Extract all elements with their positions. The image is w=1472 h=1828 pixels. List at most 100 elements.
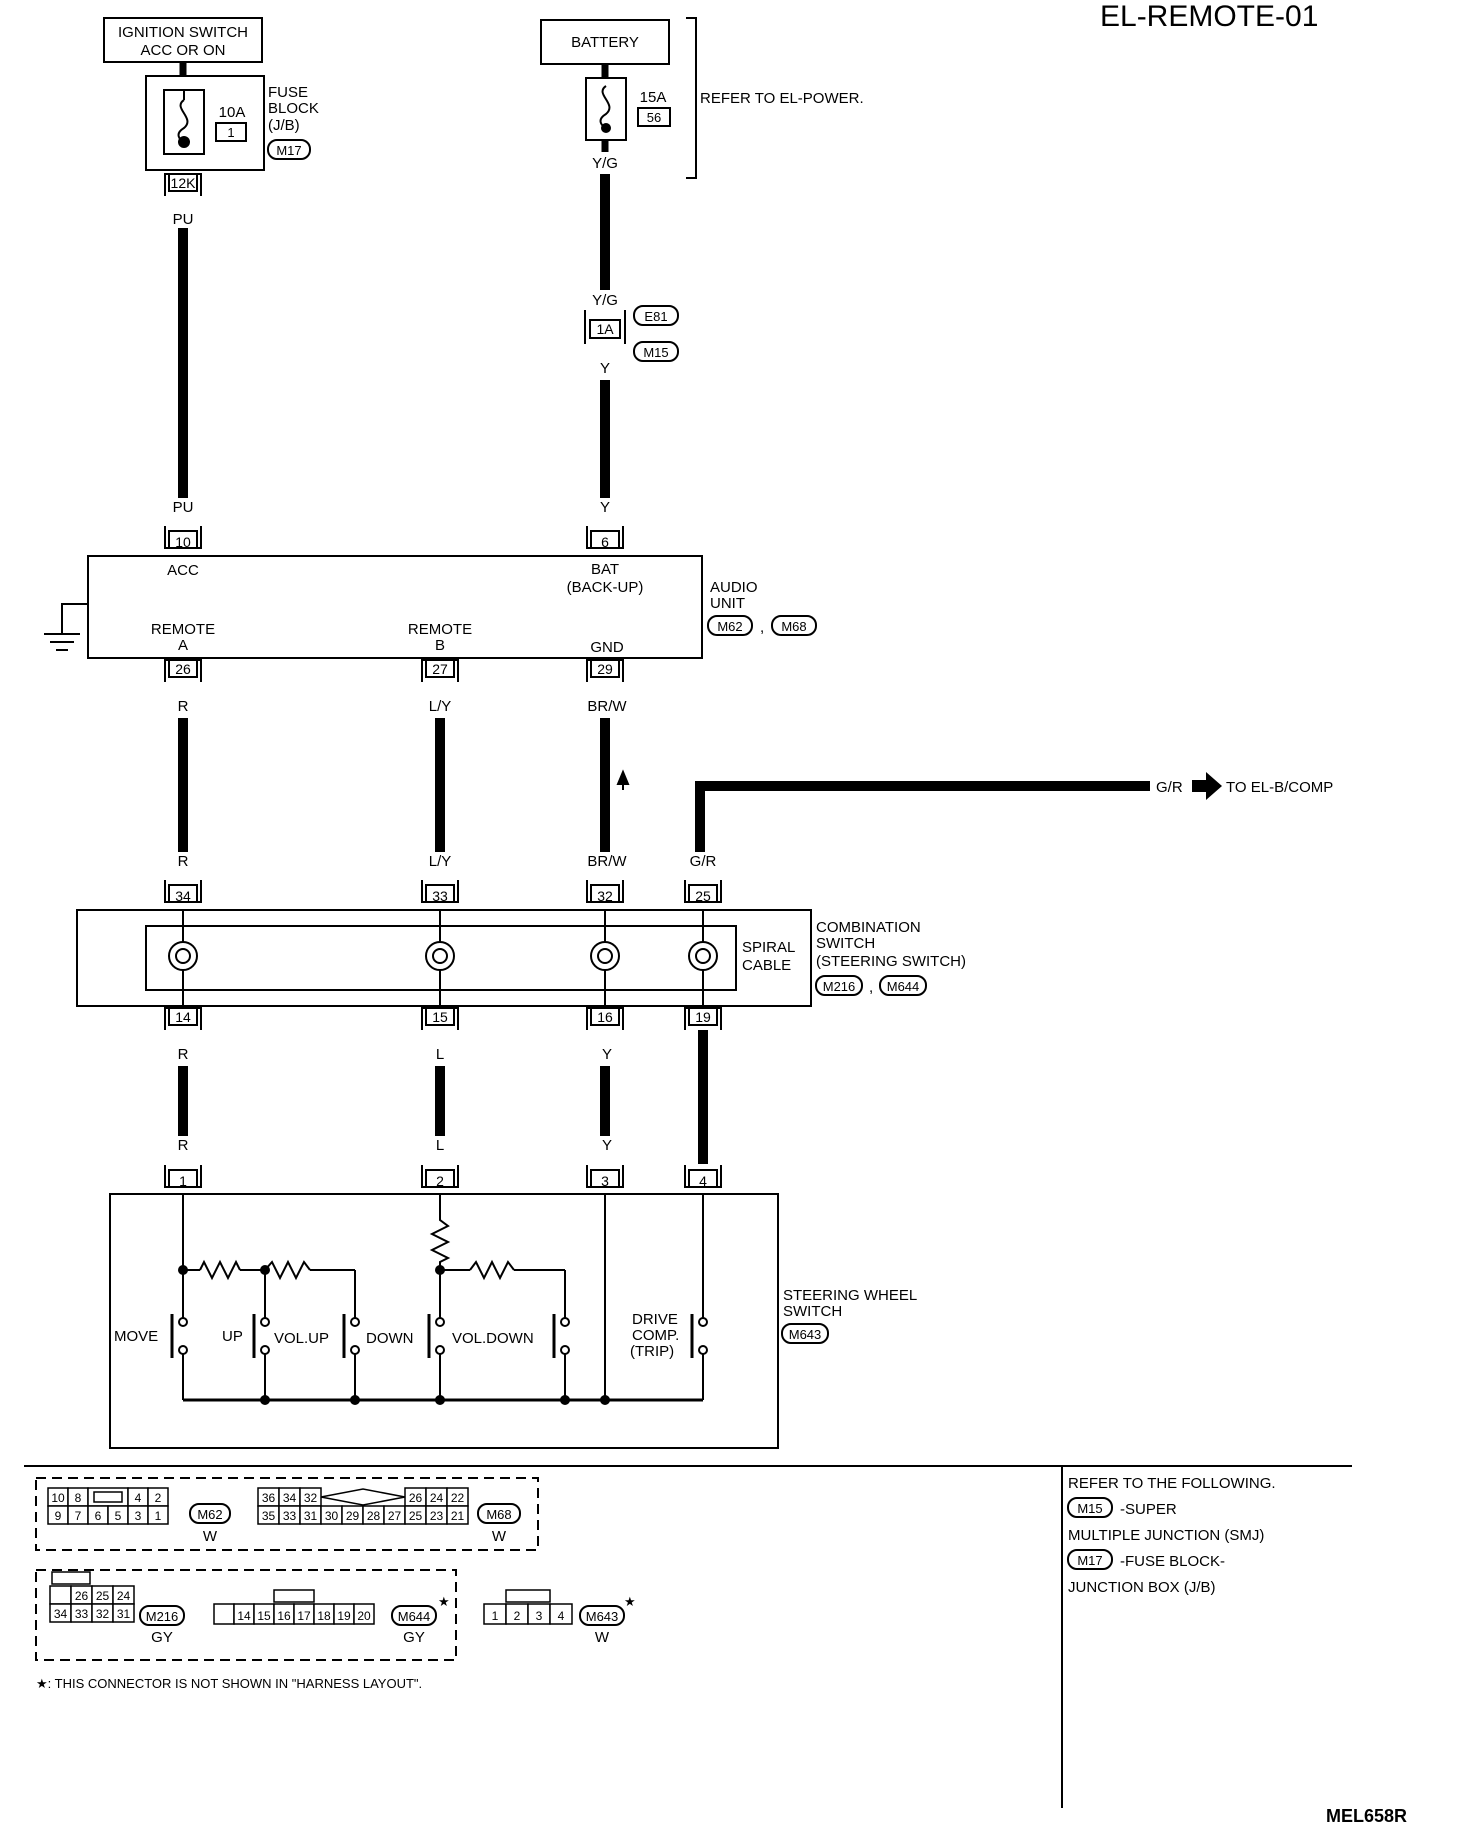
fuse-block-label: FUSE — [268, 84, 308, 101]
m68-id: M68 — [486, 1507, 511, 1522]
ground-icon — [44, 603, 88, 651]
m643-pin: 4 — [558, 1609, 565, 1623]
arrow-right-icon — [1192, 772, 1222, 800]
m68-pin: 26 — [409, 1491, 423, 1505]
audio-conn-sep: , — [760, 619, 764, 636]
switch-drive-label: DRIVE — [632, 1311, 678, 1328]
m643-id: M643 — [586, 1609, 619, 1624]
refer-m15: M15 — [1077, 1501, 1102, 1516]
fuse-block-connector: M17 — [276, 143, 301, 158]
m643-color: W — [595, 1629, 610, 1646]
audio-remote-b-label: REMOTE — [408, 621, 472, 638]
m62-pin: 10 — [51, 1491, 65, 1505]
m68-pin: 36 — [262, 1491, 276, 1505]
pin-14: 14 — [175, 1009, 191, 1025]
pin-33: 33 — [432, 888, 448, 904]
connector-m643-face: 1 2 3 4 — [483, 1589, 573, 1625]
m68-pin: 34 — [283, 1491, 297, 1505]
m68-pin: 29 — [346, 1509, 360, 1523]
m644-pin: 18 — [317, 1609, 331, 1623]
spiral-terminal-icon — [425, 910, 455, 1006]
m643-pin: 2 — [514, 1609, 521, 1623]
pin-16: 16 — [597, 1009, 613, 1025]
switch-volup-label: VOL.UP — [274, 1330, 329, 1347]
wire-pu-top: PU — [173, 211, 194, 228]
m216-pin: 32 — [96, 1607, 110, 1621]
pin-6: 6 — [601, 534, 609, 550]
m68-pin: 33 — [283, 1509, 297, 1523]
harness-note: ★: THIS CONNECTOR IS NOT SHOWN IN "HARNE… — [36, 1676, 422, 1691]
wire-y-16: Y — [602, 1046, 612, 1063]
fuse-block-label-2: BLOCK — [268, 100, 319, 117]
wire-ly-audio: L/Y — [429, 698, 452, 715]
pin-27: 27 — [432, 661, 448, 677]
m643-pin: 1 — [492, 1609, 499, 1623]
spiral-terminal-icon — [688, 910, 718, 1006]
wire-y-audio: Y — [600, 499, 610, 516]
audio-unit-label: AUDIO — [710, 579, 758, 596]
combination-conn-sep: , — [869, 979, 873, 996]
refer-bracket — [686, 17, 697, 179]
fuse-number: 1 — [227, 125, 234, 140]
m644-id: M644 — [398, 1609, 431, 1624]
pin-sw-1: 1 — [179, 1173, 187, 1189]
wire-y-sw: Y — [602, 1137, 612, 1154]
wire-l-15: L — [436, 1046, 444, 1063]
pin-19: 19 — [695, 1009, 711, 1025]
m644-pin: 15 — [257, 1609, 271, 1623]
spiral-cable-label-2: CABLE — [742, 957, 791, 974]
refer-m17-desc: -FUSE BLOCK- — [1120, 1553, 1225, 1570]
pin-15: 15 — [432, 1009, 448, 1025]
pin-sw-4: 4 — [699, 1173, 707, 1189]
battery-fuse-amperage: 15A — [640, 89, 667, 106]
m62-pin: 6 — [95, 1509, 102, 1523]
combination-switch-label-2: SWITCH — [816, 935, 875, 952]
audio-bat-label: BAT — [591, 561, 619, 578]
wire-gr-branch: G/R — [1156, 779, 1183, 796]
battery-box — [540, 19, 670, 65]
resistor-icon — [429, 1214, 451, 1270]
battery-label: BATTERY — [571, 34, 639, 51]
m62-pin: 9 — [55, 1509, 62, 1523]
audio-remote-a-sub: A — [178, 637, 188, 654]
m62-id: M62 — [197, 1507, 222, 1522]
m62-pin: 5 — [115, 1509, 122, 1523]
combination-switch-label: COMBINATION — [816, 919, 921, 936]
connector-e81: E81 — [644, 309, 667, 324]
m68-pin: 22 — [451, 1491, 465, 1505]
spiral-terminal-icon — [590, 910, 620, 1006]
m644-color: GY — [403, 1629, 425, 1646]
switch-down-label: DOWN — [366, 1330, 414, 1347]
m216-color: GY — [151, 1629, 173, 1646]
wire-ly-33: L/Y — [429, 853, 452, 870]
m68-pin: 21 — [451, 1509, 465, 1523]
refer-el-power: REFER TO EL-POWER. — [700, 90, 864, 107]
m68-pin: 23 — [430, 1509, 444, 1523]
wire-l-sw: L — [436, 1137, 444, 1154]
pin-34: 34 — [175, 888, 191, 904]
m62-pin: 4 — [135, 1491, 142, 1505]
to-el-b-comp: TO EL-B/COMP — [1226, 779, 1333, 796]
connector-m15: M15 — [643, 345, 668, 360]
audio-unit-box — [87, 555, 703, 659]
m643-pin: 3 — [536, 1609, 543, 1623]
ignition-switch-box — [103, 17, 263, 63]
switch-trip-label: (TRIP) — [630, 1343, 674, 1360]
refer-title: REFER TO THE FOLLOWING. — [1068, 1475, 1276, 1492]
ignition-switch-label: IGNITION SWITCH — [118, 24, 248, 41]
spiral-terminal-icon — [168, 910, 198, 1006]
wire-r-34: R — [178, 853, 189, 870]
m216-id: M216 — [146, 1609, 179, 1624]
m216-pin: 26 — [75, 1589, 89, 1603]
pin-sw-2: 2 — [436, 1173, 444, 1189]
pin-sw-3: 3 — [601, 1173, 609, 1189]
wire-r-audio: R — [178, 698, 189, 715]
connector-m216: M216 — [823, 979, 856, 994]
m68-pin: 32 — [304, 1491, 318, 1505]
connector-m643: M643 — [789, 1327, 822, 1342]
wire-r-14: R — [178, 1046, 189, 1063]
m62-pin: 3 — [135, 1509, 142, 1523]
resistor-icon — [264, 1259, 311, 1281]
m62-pin: 8 — [75, 1491, 82, 1505]
